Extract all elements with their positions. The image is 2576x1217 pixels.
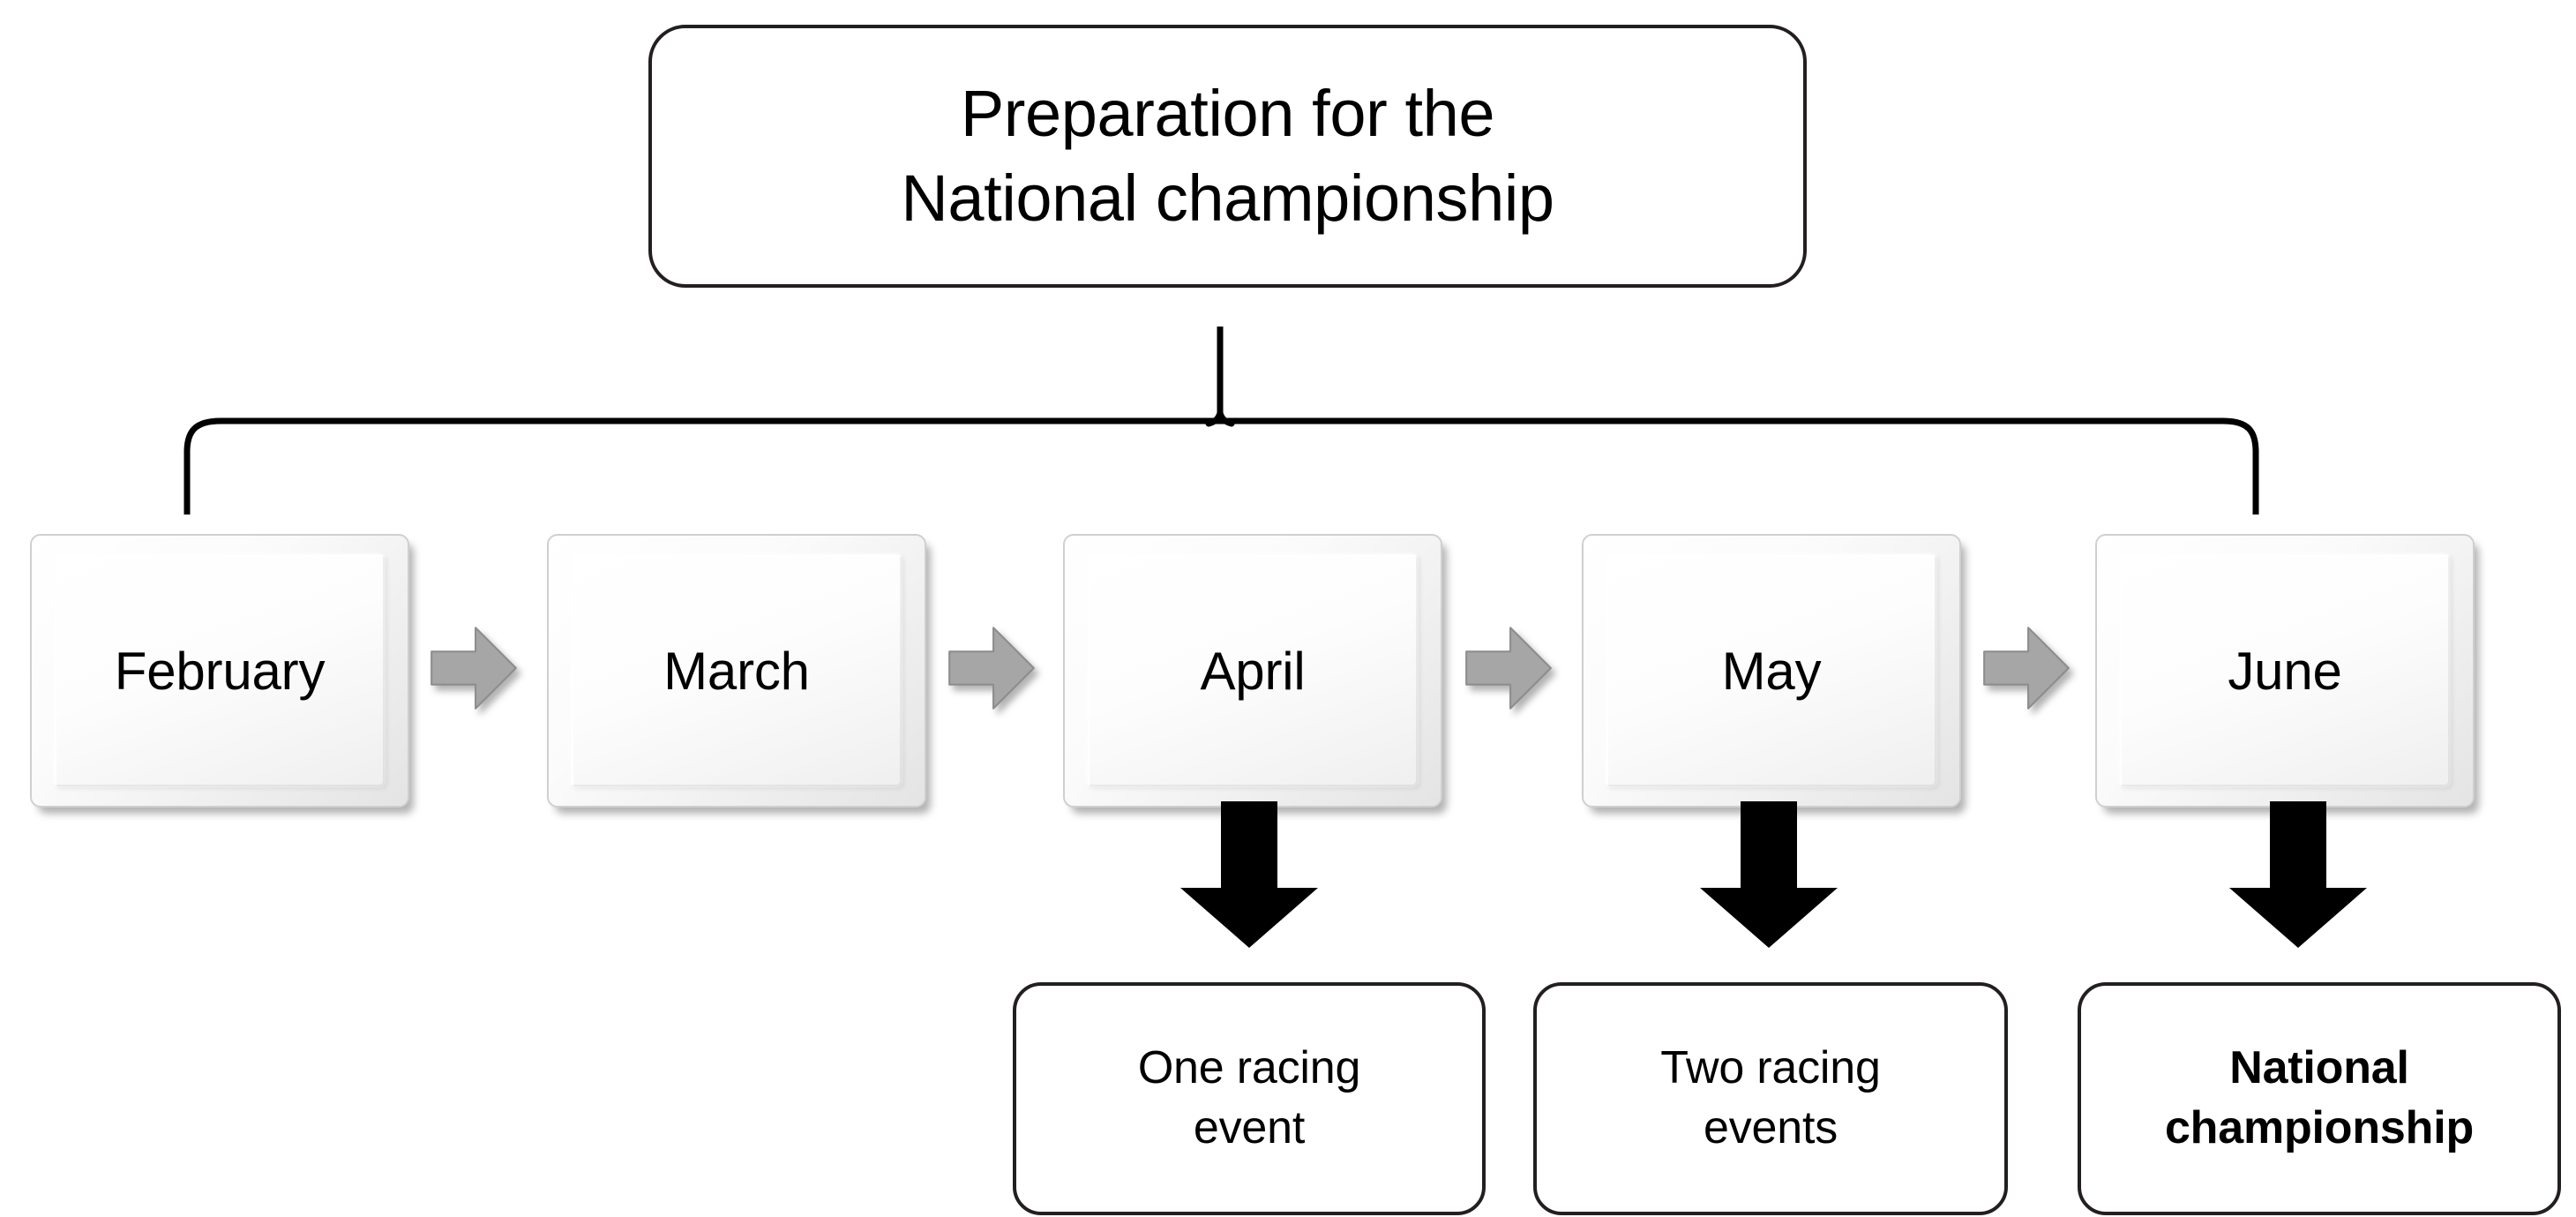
outcome-box-one-racing-event: One racing event [1013,982,1486,1215]
month-label: February [114,641,326,701]
down-arrow-icon [2228,801,2369,950]
chevron-right-arrow-icon [1981,622,2072,714]
bevel-face [1088,555,1418,786]
month-label: March [663,641,810,701]
month-box-april[interactable]: April [1063,534,1442,808]
chevron-right-arrow-icon [1463,622,1554,714]
bevel-face [2120,555,2450,786]
outcome-text: One racing event [1137,1042,1361,1153]
month-box-june[interactable]: June [2095,534,2475,808]
chevron-right-arrow-icon [946,622,1037,714]
title-box: Preparation for the National championshi… [648,25,1807,288]
month-label: April [1200,641,1306,701]
down-arrow-icon [1179,801,1320,950]
chevron-right-arrow-icon [428,622,520,714]
brace-connector-icon [0,282,2576,547]
bevel-face [1606,555,1936,786]
outcome-text: Two racing events [1660,1042,1881,1153]
down-arrow-icon [1698,801,1839,950]
bevel-face [55,555,385,786]
outcome-text: National championship [2164,1042,2475,1153]
month-box-may[interactable]: May [1582,534,1961,808]
outcome-box-two-racing-events: Two racing events [1533,982,2008,1215]
month-label: May [1721,641,1822,701]
bevel-face [572,555,902,786]
month-box-march[interactable]: March [547,534,926,808]
outcome-box-national-championship: National championship [2078,982,2561,1215]
month-box-february[interactable]: February [30,534,409,808]
title-box-text: Preparation for the National championshi… [901,76,1554,235]
month-label: June [2228,641,2342,701]
